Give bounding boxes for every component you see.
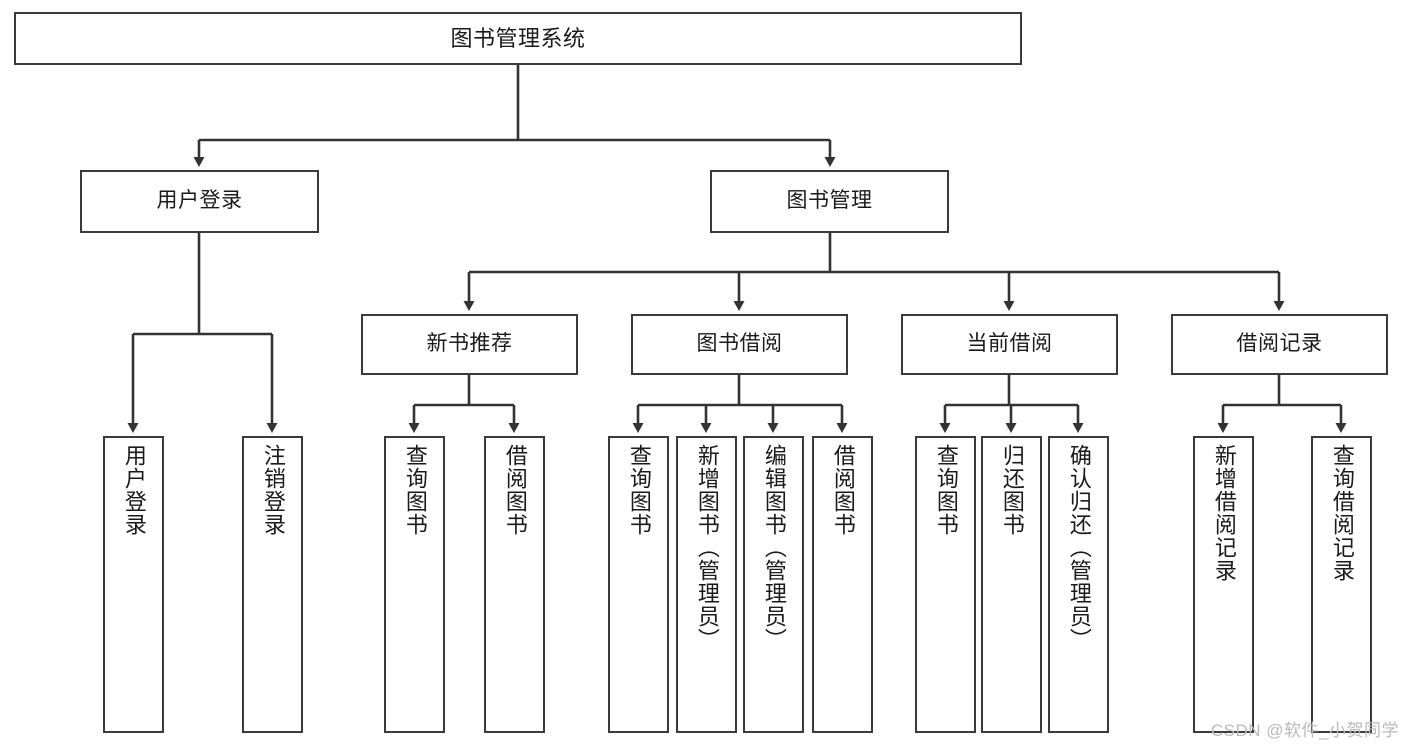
- leaf-user-login[interactable]: 用户登录: [103, 436, 164, 733]
- leaf-query-borrow-record[interactable]: 查询借阅记录: [1311, 436, 1372, 733]
- leaf-query-book-recommend[interactable]: 查询图书: [384, 436, 445, 733]
- node-label: 确认归还（管理员）: [1066, 444, 1092, 651]
- node-label: 用户登录: [121, 444, 147, 536]
- node-book-borrow[interactable]: 图书借阅: [631, 314, 848, 375]
- node-label: 新增借阅记录: [1211, 444, 1237, 582]
- node-book-management[interactable]: 图书管理: [710, 170, 949, 233]
- node-label: 借阅图书: [830, 444, 856, 536]
- node-label: 图书借阅: [696, 332, 783, 356]
- node-root-system[interactable]: 图书管理系统: [14, 12, 1022, 65]
- node-label: 查询图书: [933, 444, 959, 536]
- node-label: 用户登录: [156, 189, 243, 213]
- node-label: 注销登录: [260, 444, 286, 536]
- node-label: 查询图书: [626, 444, 652, 536]
- leaf-return-book[interactable]: 归还图书: [981, 436, 1042, 733]
- node-label: 新书推荐: [426, 332, 513, 356]
- node-user-login[interactable]: 用户登录: [80, 170, 319, 233]
- node-label: 编辑图书（管理员）: [761, 444, 787, 651]
- leaf-logout[interactable]: 注销登录: [242, 436, 303, 733]
- node-label: 查询图书: [402, 444, 428, 536]
- node-current-borrow[interactable]: 当前借阅: [901, 314, 1118, 375]
- leaf-add-borrow-record[interactable]: 新增借阅记录: [1193, 436, 1254, 733]
- node-label: 归还图书: [999, 444, 1025, 536]
- leaf-query-book-current[interactable]: 查询图书: [915, 436, 976, 733]
- leaf-query-book-borrow[interactable]: 查询图书: [608, 436, 669, 733]
- leaf-borrow-book[interactable]: 借阅图书: [812, 436, 873, 733]
- node-label: 当前借阅: [966, 332, 1053, 356]
- node-borrow-record[interactable]: 借阅记录: [1171, 314, 1388, 375]
- leaf-edit-book-admin[interactable]: 编辑图书（管理员）: [743, 436, 804, 733]
- node-label: 借阅图书: [502, 444, 528, 536]
- node-label: 新增图书（管理员）: [694, 444, 720, 651]
- node-new-book-recommend[interactable]: 新书推荐: [361, 314, 578, 375]
- node-label: 图书管理: [786, 189, 873, 213]
- node-label: 借阅记录: [1236, 332, 1323, 356]
- leaf-add-book-admin[interactable]: 新增图书（管理员）: [676, 436, 737, 733]
- node-label: 查询借阅记录: [1329, 444, 1355, 582]
- leaf-borrow-book-recommend[interactable]: 借阅图书: [484, 436, 545, 733]
- node-label: 图书管理系统: [450, 25, 586, 51]
- csdn-watermark: CSDN @软件_小贺同学: [1210, 721, 1399, 740]
- leaf-confirm-return-admin[interactable]: 确认归还（管理员）: [1048, 436, 1109, 733]
